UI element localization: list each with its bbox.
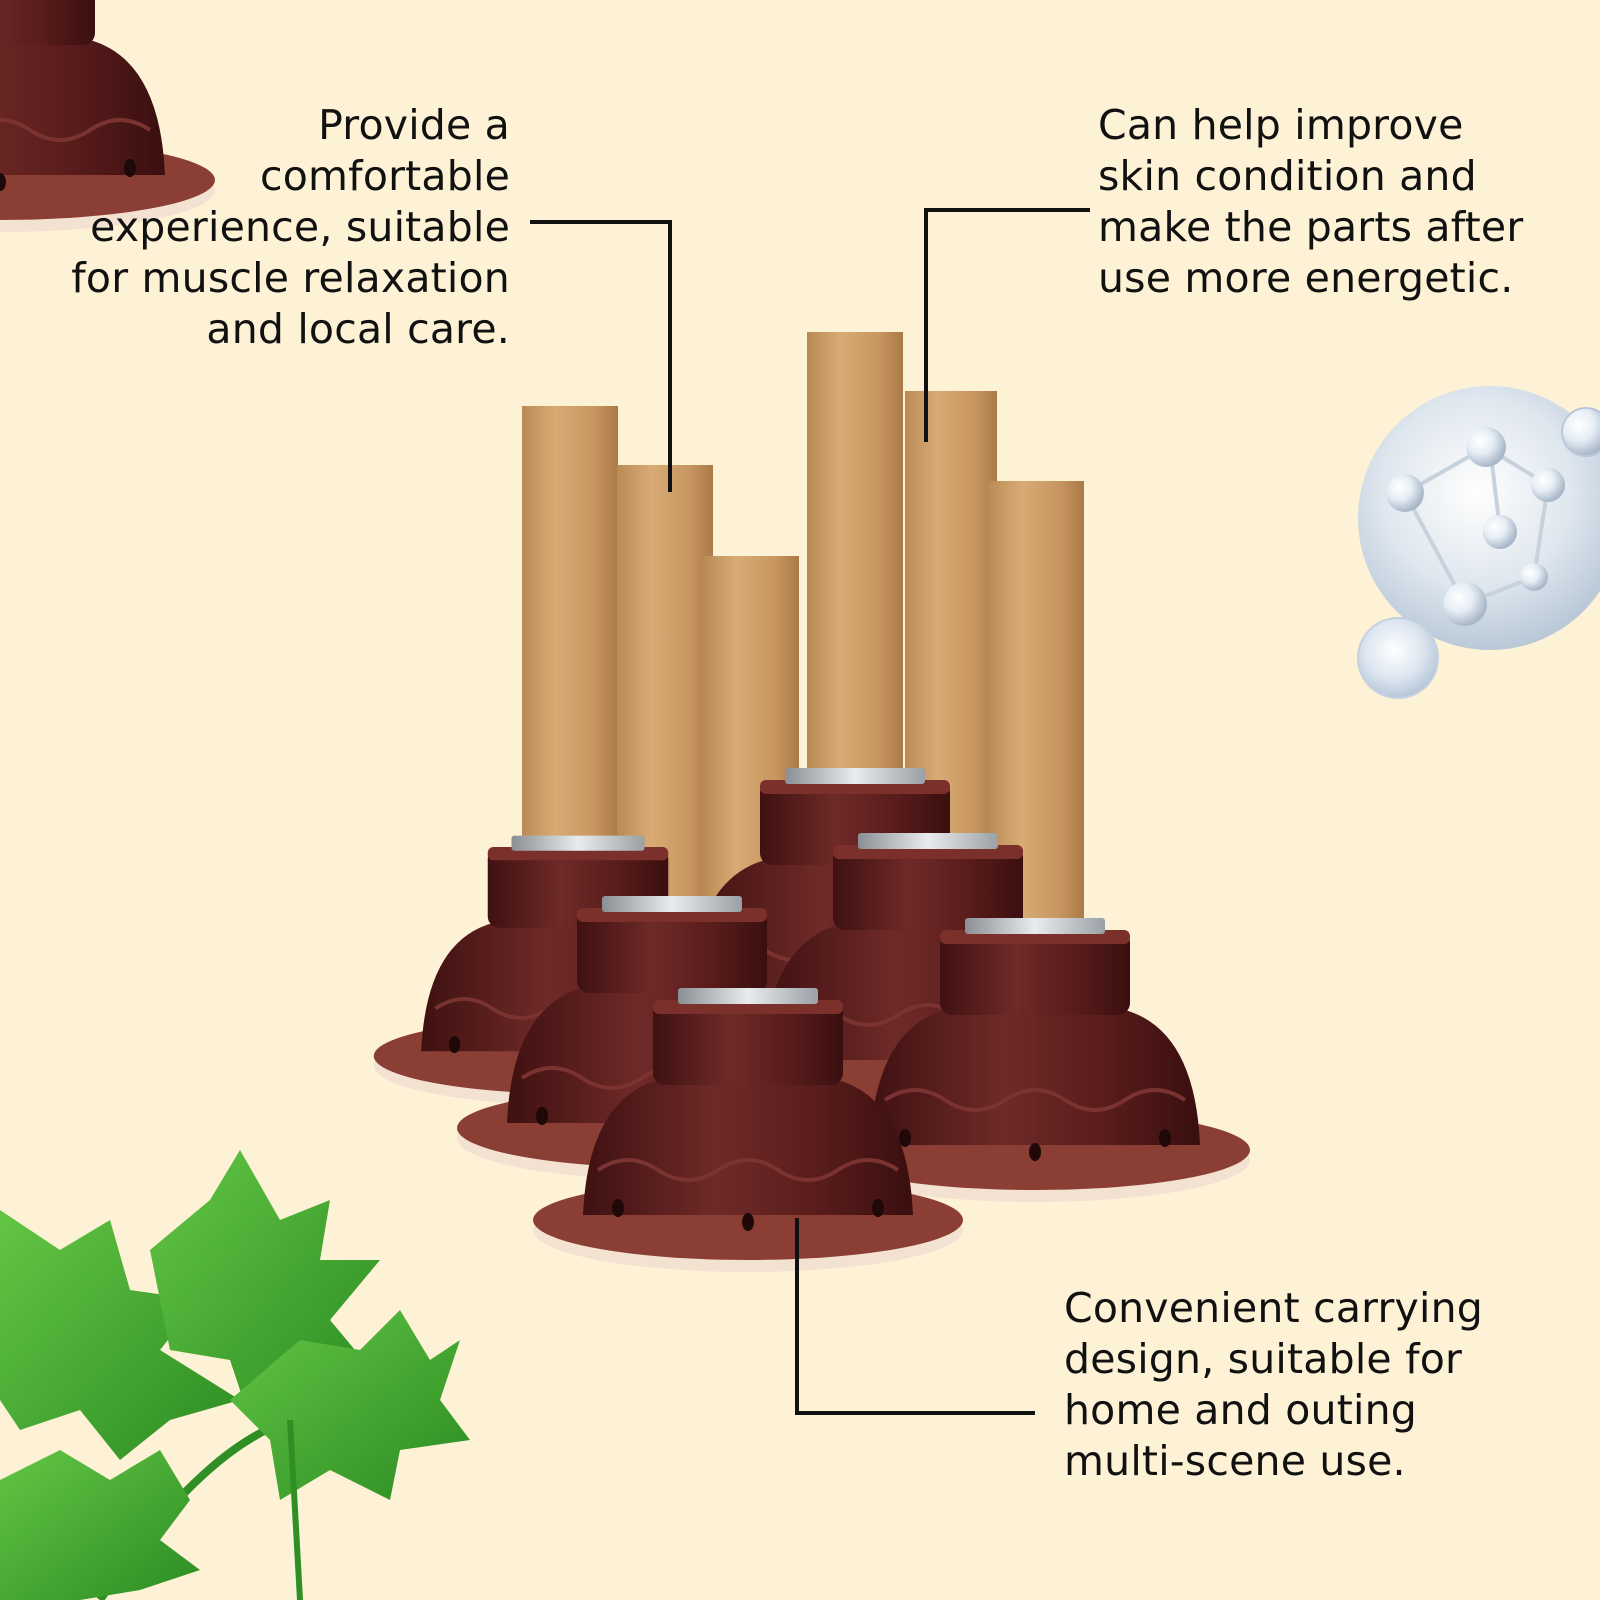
leader-lines [530,208,1090,1415]
moxa-sticks-group [371,332,1252,1274]
caption-bottom-right: Convenient carrying design, suitable for… [1064,1284,1484,1485]
caption-top-left: Provide a comfortable experience, suitab… [71,101,510,353]
caption-top-right: Can help improve skin condition and make… [1098,101,1524,302]
leader-line-top-left [530,220,672,492]
mugwort-leaves-icon [0,1150,470,1600]
moxa-unit [0,0,215,232]
leader-line-top-right [924,208,1090,442]
molecule-bubble-icon [1357,386,1600,699]
leader-line-bottom-right [795,1218,1035,1415]
moxa-stick [807,332,903,802]
moxa-stick [522,406,618,856]
